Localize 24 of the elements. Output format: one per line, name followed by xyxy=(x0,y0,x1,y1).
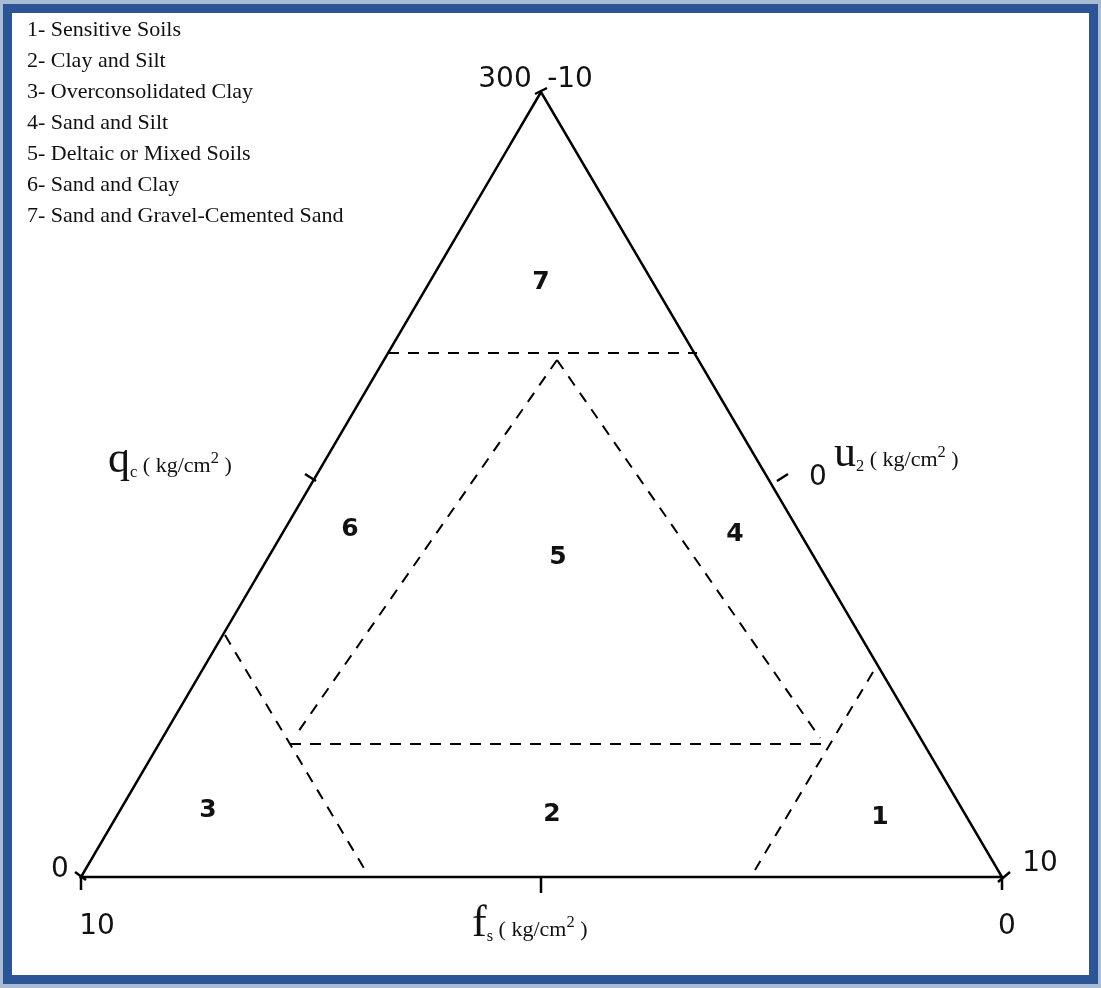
tick-value: -10 xyxy=(547,64,593,92)
zone-number: 6 xyxy=(341,514,359,540)
zone-number: 4 xyxy=(726,519,744,545)
axis-label: q$_{c}$ ( kg/cm$^{2}$ ) xyxy=(108,435,232,481)
zone-number: 1 xyxy=(871,802,889,828)
legend-text: 3- Overconsolidated Clay xyxy=(27,80,254,102)
zone-number: 7 xyxy=(532,267,550,293)
tick-value: 10 xyxy=(79,911,115,939)
zone-number: 2 xyxy=(543,799,561,825)
tick-value: 0 xyxy=(998,911,1016,939)
zone-number: 5 xyxy=(549,542,567,568)
tick-value: 0 xyxy=(809,462,827,490)
tick-value: 10 xyxy=(1022,848,1058,876)
legend-text: 7- Sand and Gravel-Cemented Sand xyxy=(27,204,344,226)
axis-label: f$_{s}$ ( kg/cm$^{2}$ ) xyxy=(472,899,588,945)
legend-text: 5- Deltaic or Mixed Soils xyxy=(27,142,251,164)
zone-number: 3 xyxy=(199,795,217,821)
legend-text: 1- Sensitive Soils xyxy=(27,18,181,40)
tick-value: 0 xyxy=(51,854,69,882)
legend-text: 4- Sand and Silt xyxy=(27,111,169,133)
legend-text: 6- Sand and Clay xyxy=(27,173,180,195)
tick-value: 300 xyxy=(478,64,532,92)
axis-label: u$_{2}$ ( kg/cm$^{2}$ ) xyxy=(834,429,959,475)
legend-text: 2- Clay and Silt xyxy=(27,49,166,71)
